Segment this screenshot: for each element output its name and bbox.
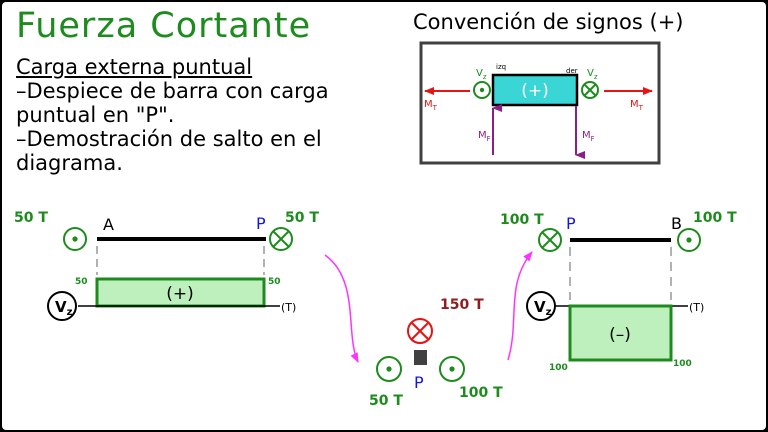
joint-right-force-label: 100 T xyxy=(459,385,503,401)
left-axis-unit: (T) xyxy=(281,301,296,314)
convention-out-of-plane-icon xyxy=(473,81,491,99)
right-shear-area xyxy=(568,304,673,362)
right-axis-unit: (T) xyxy=(689,301,704,314)
svg-text:Vz: Vz xyxy=(55,298,73,318)
convention-vz-right: Vz xyxy=(587,68,598,81)
joint-point-label: P xyxy=(414,373,424,392)
convention-left-tag: izq xyxy=(496,63,506,71)
point-b-label: B xyxy=(671,214,682,233)
left-diagram-value-left: 50 xyxy=(75,277,88,287)
page-title: Fuerza Cortante xyxy=(16,6,312,46)
left-vz-axis-symbol: Vz xyxy=(47,291,77,321)
svg-text:Vz: Vz xyxy=(534,298,552,318)
joint-right-out-of-plane-icon xyxy=(439,356,465,382)
flow-arrow-from-joint xyxy=(507,251,533,361)
right-diagram-value-right: 100 xyxy=(673,359,692,369)
section-subtitle: Carga externa puntual xyxy=(16,55,253,79)
right-load-right: 100 T xyxy=(693,210,737,226)
flow-arrow-to-joint xyxy=(324,254,359,363)
joint-node xyxy=(414,350,427,365)
right-diagram-sign: (–) xyxy=(609,325,631,345)
convention-segment xyxy=(491,73,579,107)
joint-left-force-label: 50 T xyxy=(369,393,403,409)
left-diagram-value-right: 50 xyxy=(268,277,281,287)
left-beam-segment: 50 T 50 T A P 50 50 (+) (T) Vz xyxy=(14,210,319,321)
convention-right-tag: der xyxy=(566,67,578,75)
right-beam-segment: 100 T 100 T P B (T) (–) 100 100 Vz xyxy=(500,210,737,373)
joint-load-into-plane-icon xyxy=(407,318,433,344)
joint-free-body: 150 T P 50 T 100 T xyxy=(369,297,503,409)
left-load-right: 50 T xyxy=(285,210,319,226)
left-p-into-plane-icon xyxy=(269,227,293,251)
convention-mt-left-label: MT xyxy=(424,99,438,112)
description-line-1: –Despiece de barra con carga puntual en … xyxy=(16,79,329,127)
right-end-out-of-plane-icon xyxy=(677,228,701,252)
convention-mf-right-label: MF xyxy=(582,130,595,143)
left-point-p-label: P xyxy=(256,214,266,233)
convention-vz-left: Vz xyxy=(476,68,487,81)
convention-into-plane-icon xyxy=(581,81,599,99)
right-p-into-plane-icon xyxy=(538,228,562,252)
point-a-label: A xyxy=(103,215,114,234)
right-load-left: 100 T xyxy=(500,212,544,228)
sign-convention-box: (+) Vz izq der Vz MT MT MF MF xyxy=(419,41,661,165)
description-line-2: –Demostración de salto en el diagrama. xyxy=(16,127,322,175)
left-end-out-of-plane-icon xyxy=(63,227,87,251)
convention-sign: (+) xyxy=(521,81,549,101)
joint-left-out-of-plane-icon xyxy=(376,356,402,382)
right-vz-axis-symbol: Vz xyxy=(526,291,556,321)
right-diagram-value-left: 100 xyxy=(549,363,568,373)
left-load-left: 50 T xyxy=(14,210,48,226)
left-diagram-sign: (+) xyxy=(166,284,194,304)
joint-load-label: 150 T xyxy=(440,297,484,313)
right-point-p-label: P xyxy=(566,214,576,233)
convention-title: Convención de signos (+) xyxy=(413,10,684,34)
description: –Despiece de barra con carga puntual en … xyxy=(16,79,386,175)
convention-mf-left-label: MF xyxy=(478,130,491,143)
convention-mt-right-label: MT xyxy=(630,99,644,112)
